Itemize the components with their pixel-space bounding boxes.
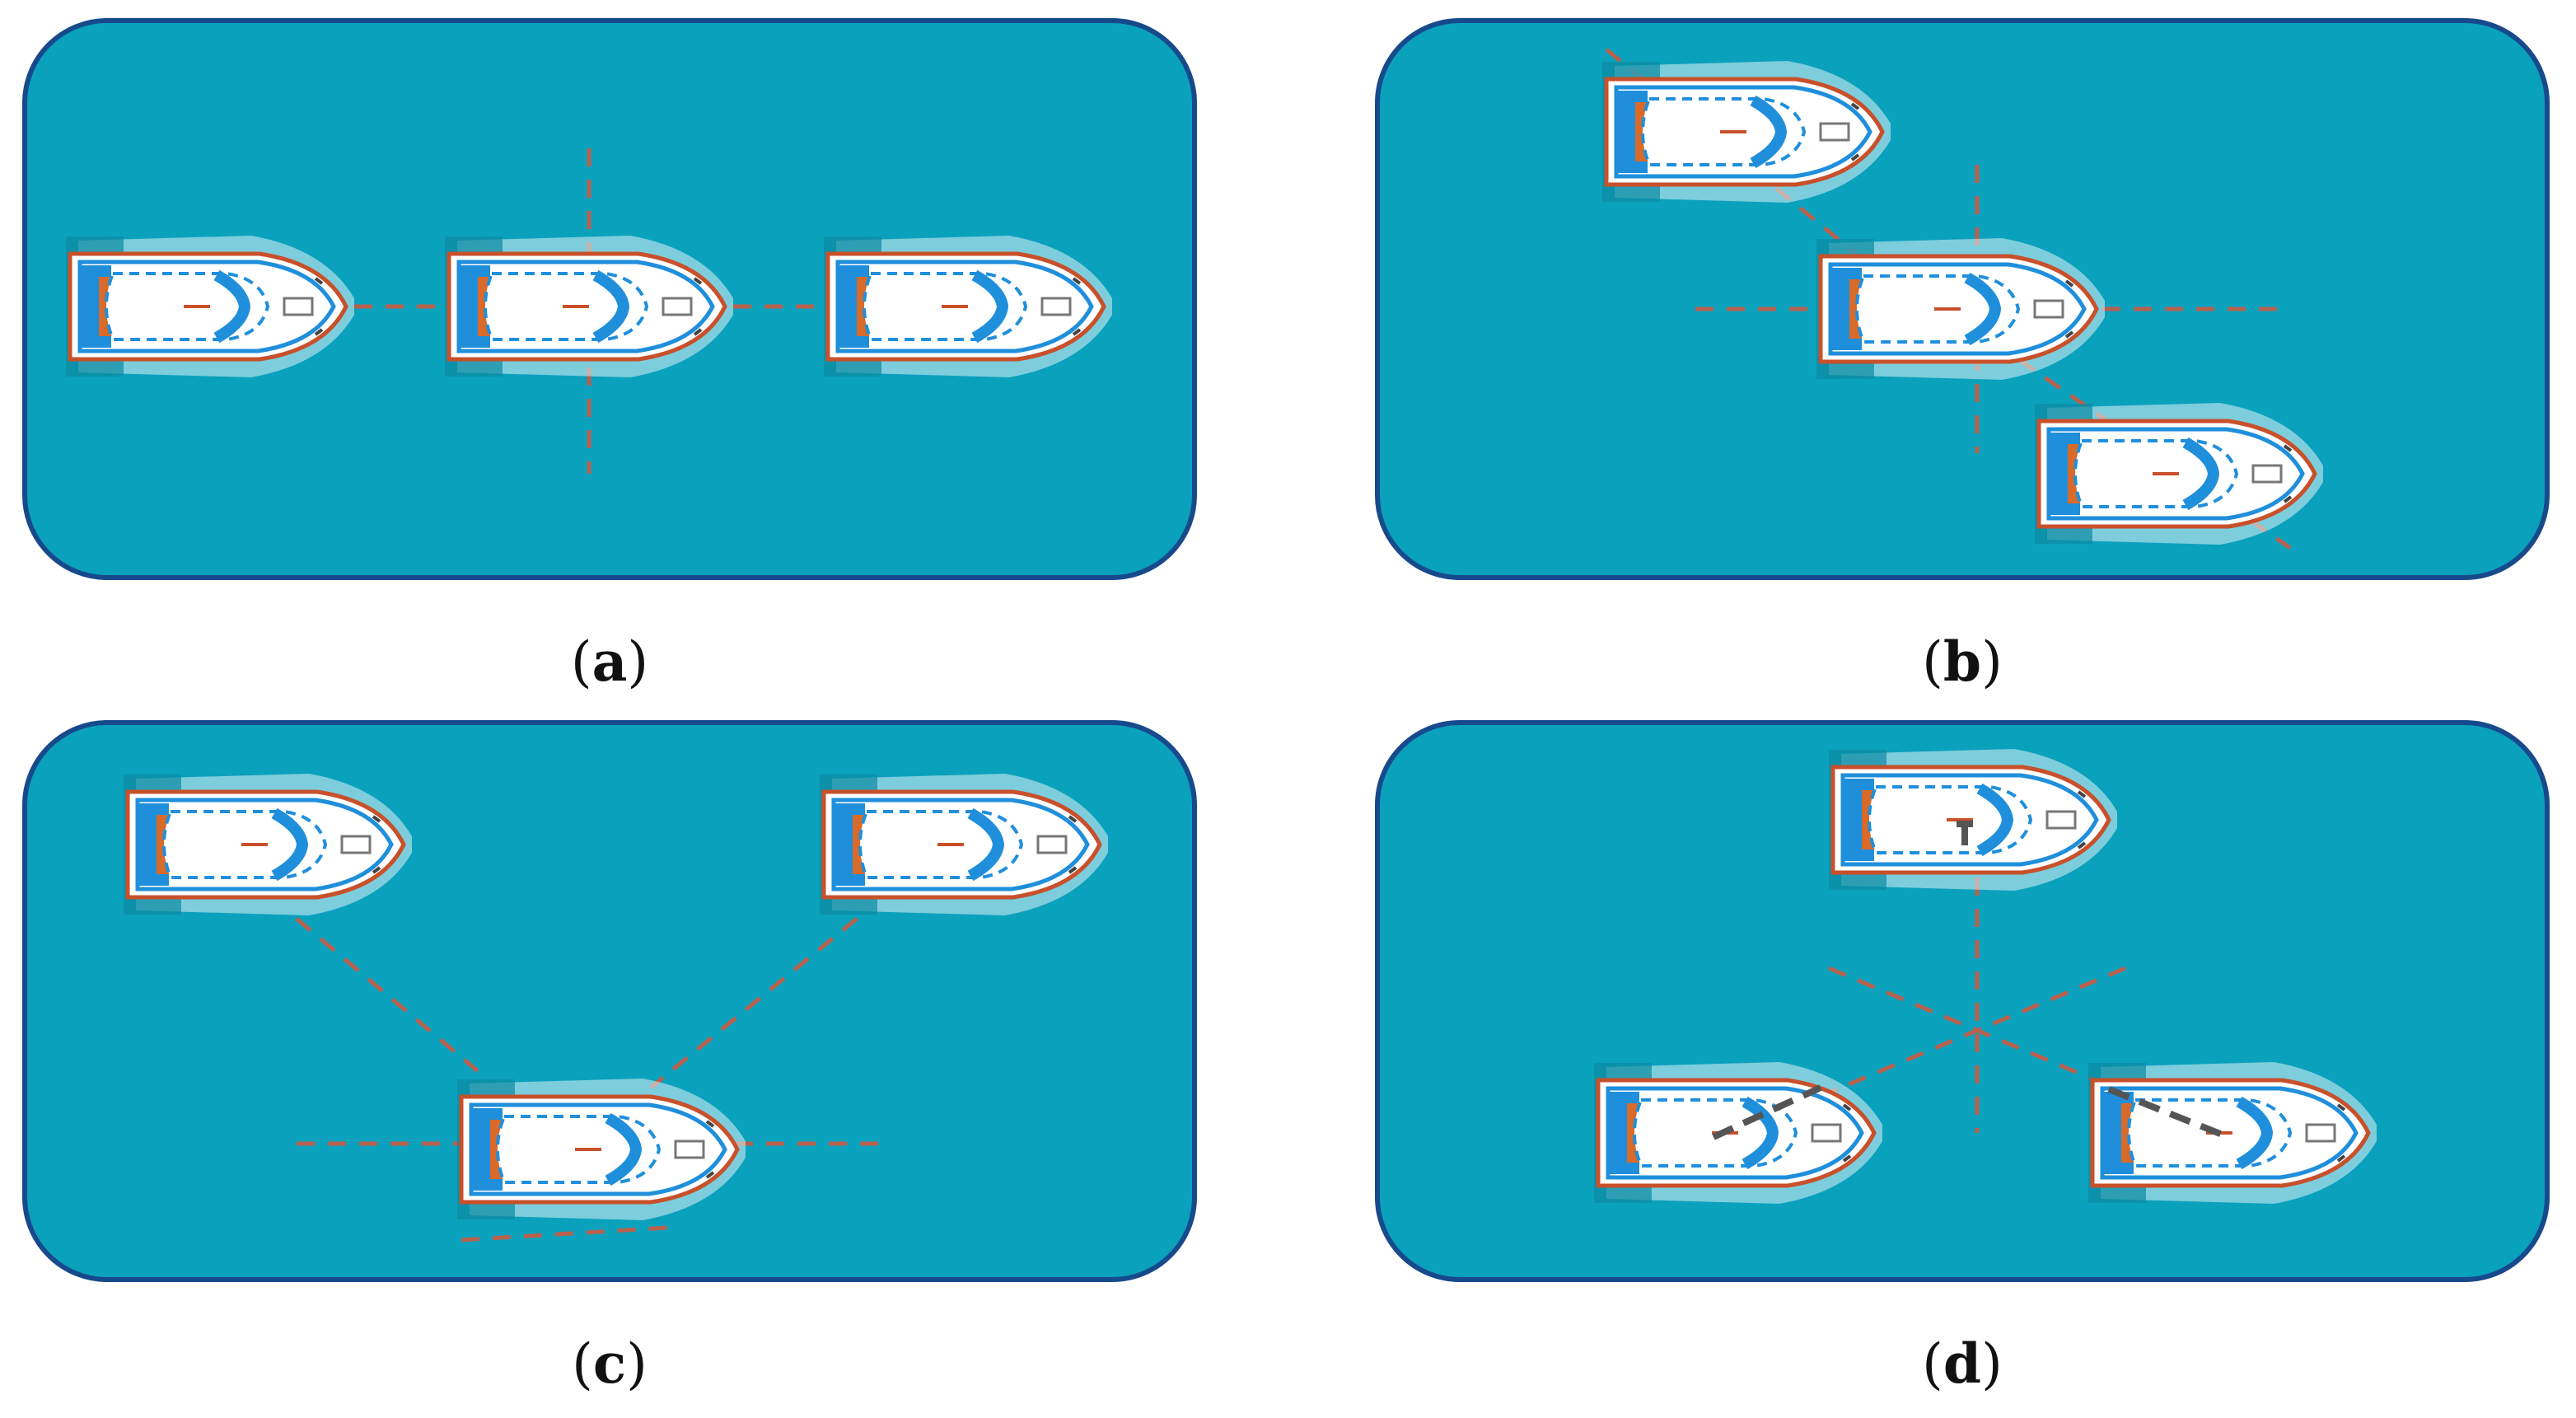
panel-c (22, 720, 1197, 1282)
boat (820, 774, 1108, 915)
boat (1602, 61, 1891, 203)
boat (1829, 749, 2117, 891)
panel-d (1375, 720, 2550, 1282)
caption-label: d (1943, 1331, 1982, 1396)
caption-label: a (591, 629, 628, 694)
boat (2035, 403, 2323, 545)
caption-c: (c) (572, 1331, 648, 1396)
formation-links (1713, 877, 2242, 1144)
caption-label: b (1943, 629, 1982, 694)
boat (1594, 1062, 1882, 1204)
boat (66, 236, 354, 377)
boat (824, 236, 1112, 377)
caption-d: (d) (1922, 1331, 2003, 1396)
boat (1816, 238, 2105, 380)
boat (457, 1079, 746, 1220)
caption-label: c (592, 1331, 627, 1396)
panel-b (1375, 18, 2550, 580)
boat (2088, 1062, 2377, 1204)
caption-b: (b) (1922, 629, 2003, 694)
panel-a (22, 18, 1197, 580)
boat (124, 774, 412, 915)
boat (445, 236, 733, 377)
caption-a: (a) (570, 629, 649, 694)
mast-markers (1712, 821, 2226, 1140)
